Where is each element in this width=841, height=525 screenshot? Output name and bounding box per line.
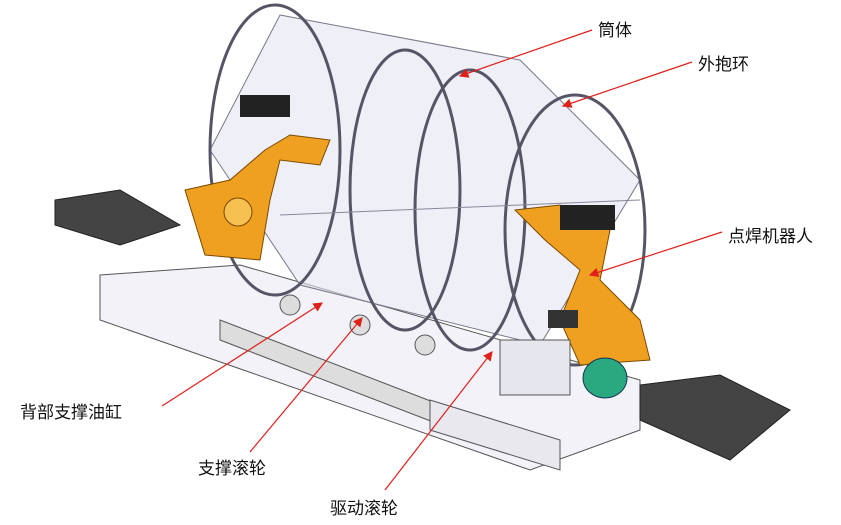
label-cylinder: 筒体 [598,21,632,41]
callout-lines [161,29,723,491]
robot-right [513,204,651,366]
cylinder-body [208,3,647,367]
label-support-roller: 支撑滚轮 [198,459,266,479]
robot-left [184,95,331,261]
label-drive-roller: 驱动滚轮 [330,499,398,519]
label-outer-ring: 外抱环 [698,55,749,75]
cable-chain-left [54,189,182,246]
label-spot-welding-robot: 点焊机器人 [728,227,813,247]
cable-chain-right [639,374,791,461]
label-back-support-cylinder: 背部支撑油缸 [20,403,122,423]
base-frame [99,264,641,471]
drive-roller-gearbox [499,339,628,399]
